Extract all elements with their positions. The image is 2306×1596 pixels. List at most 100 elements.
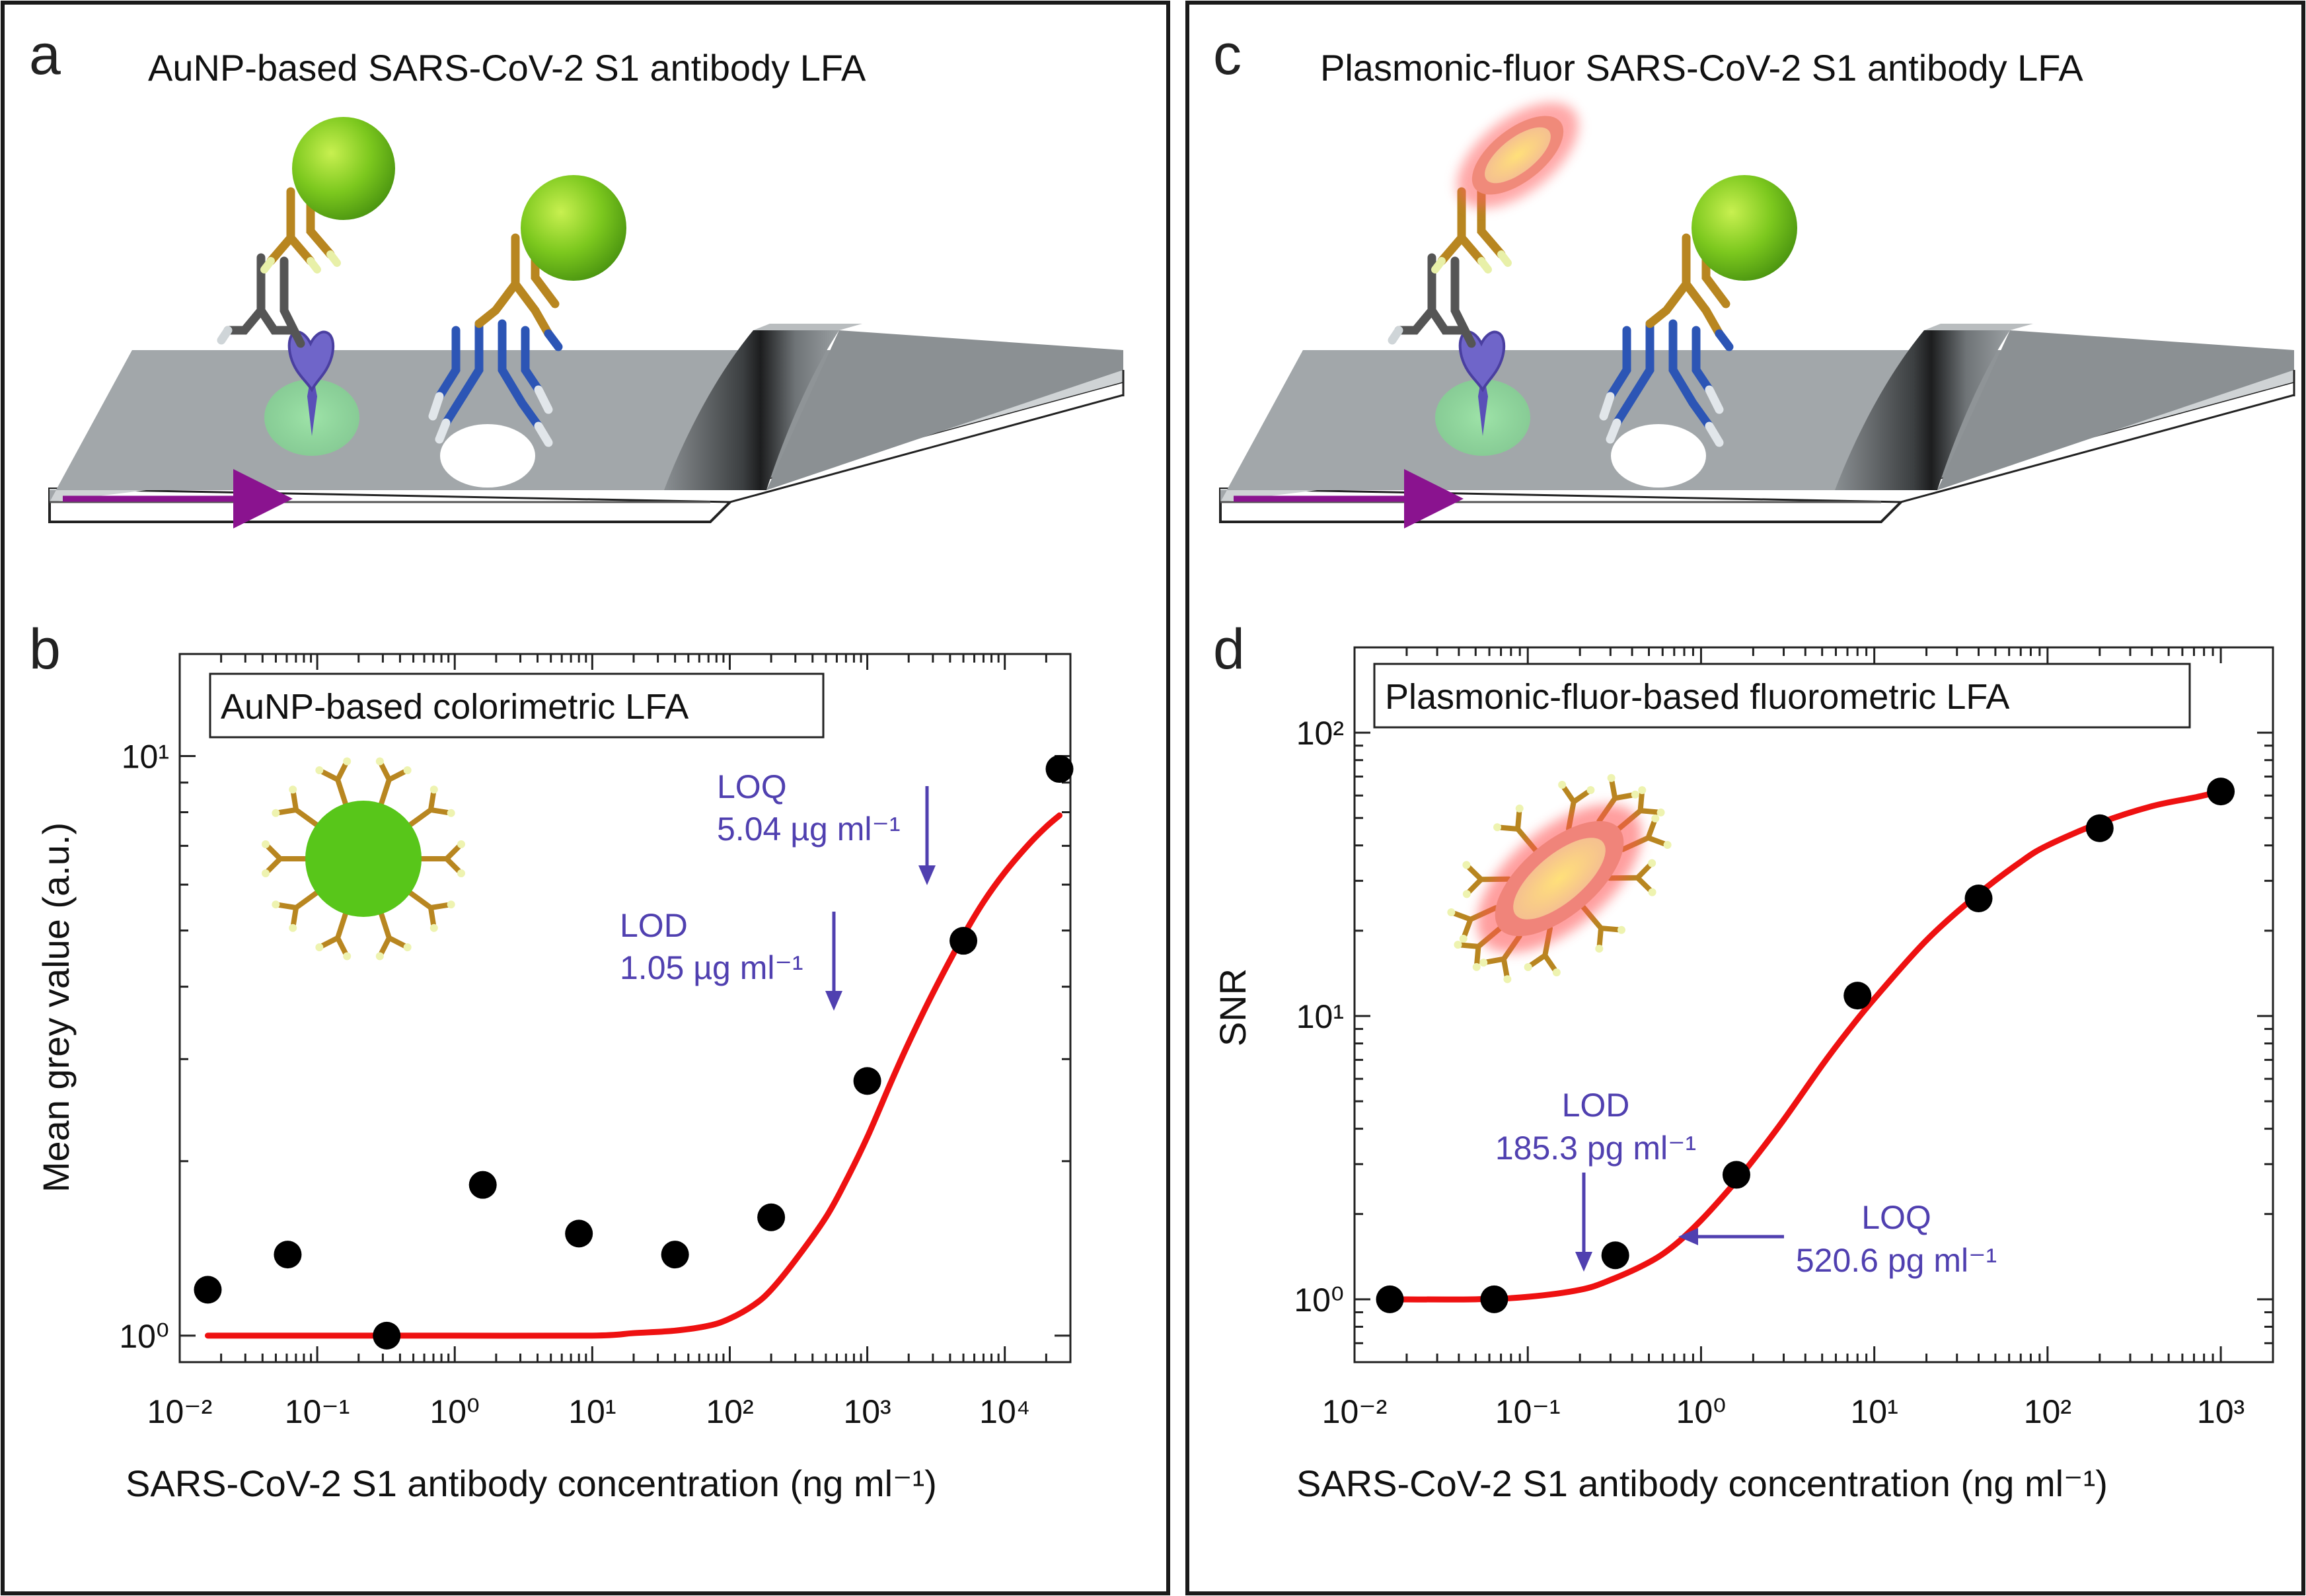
data-point xyxy=(1045,755,1074,783)
captured-complex-a xyxy=(217,117,395,436)
antibody-stem xyxy=(293,807,319,828)
antibody-tip xyxy=(1462,890,1471,898)
antibody-arm xyxy=(1528,953,1548,968)
antibody-arm xyxy=(1612,792,1635,801)
antibody-arm xyxy=(1452,910,1473,922)
antibody-arm xyxy=(1498,824,1521,832)
x-tick-label: 10³ xyxy=(2197,1393,2245,1430)
antibody-arm xyxy=(379,935,392,956)
antibody-arm xyxy=(320,769,341,783)
antibody-arm xyxy=(428,790,436,813)
x-tick-label: 10² xyxy=(2024,1393,2071,1430)
data-points-group xyxy=(1376,778,2235,1313)
data-point xyxy=(2207,778,2235,806)
data-point xyxy=(757,1203,786,1231)
antibody-tip xyxy=(1447,908,1456,916)
antibody-tip xyxy=(1631,790,1639,799)
antibody-tip xyxy=(289,924,297,932)
data-point xyxy=(949,927,978,955)
control-line-spot xyxy=(1611,424,1706,488)
data-point xyxy=(373,1321,401,1350)
antibody-tip xyxy=(1656,808,1665,816)
plot-frame xyxy=(1353,646,2274,1363)
antibody-arm xyxy=(1635,875,1653,892)
strip-body xyxy=(48,324,1125,523)
x-tick-label: 10⁻¹ xyxy=(285,1393,350,1430)
fit-curve xyxy=(1387,788,2224,1303)
legend-text: AuNP-based colorimetric LFA xyxy=(221,687,688,727)
annotation-label: LOD xyxy=(620,907,688,944)
antibody-tip xyxy=(315,943,324,951)
antibody-tip xyxy=(375,952,384,961)
antibody-arm xyxy=(444,844,461,861)
y-axis-label: SNR xyxy=(1212,968,1253,1046)
fit-curve-group xyxy=(1387,788,2224,1303)
antibody-tip xyxy=(1638,786,1647,795)
antibody-arm xyxy=(1542,953,1557,972)
panel-letter-c: c xyxy=(1213,23,1242,87)
data-point xyxy=(1480,1285,1508,1313)
captured-complex-c xyxy=(1388,102,1579,436)
y-tick-label: 10² xyxy=(1296,715,1344,752)
antibody-arm xyxy=(276,807,299,815)
data-point xyxy=(853,1067,881,1095)
x-tick-label: 10⁰ xyxy=(429,1393,480,1430)
antibody-tip xyxy=(343,757,352,766)
antibody-arm xyxy=(335,935,348,956)
data-point xyxy=(2085,814,2114,842)
panel-c-title: Plasmonic-fluor SARS-CoV-2 S1 antibody L… xyxy=(1320,47,2083,89)
antibody-arm xyxy=(428,905,436,927)
antibody-tip xyxy=(1651,815,1660,823)
antibody-arm xyxy=(1459,942,1481,949)
antibody-arm xyxy=(291,790,299,813)
antibody-tip xyxy=(1472,962,1481,971)
antibody-arm xyxy=(428,902,451,911)
antibody-tip xyxy=(457,840,465,848)
antibody-arm xyxy=(1645,835,1667,847)
x-tick-label: 10⁻¹ xyxy=(1495,1393,1561,1430)
data-point xyxy=(274,1241,302,1269)
antibody-stem xyxy=(293,890,319,911)
x-tick-label: 10⁻² xyxy=(147,1393,213,1430)
data-point xyxy=(1376,1285,1404,1313)
data-point xyxy=(1843,982,1872,1010)
antibody-stem xyxy=(408,890,433,911)
control-complex-c xyxy=(1599,175,1797,447)
antibody-tip xyxy=(375,757,384,766)
x-tick-label: 10⁻² xyxy=(1322,1393,1388,1430)
antibody-tip xyxy=(262,840,270,848)
antibody-tip xyxy=(262,869,270,877)
antibody-tip xyxy=(1648,888,1656,896)
plot-frame xyxy=(178,653,1072,1363)
antibody-stem xyxy=(408,807,433,828)
antibody-tip xyxy=(1595,945,1604,953)
antibody-arm xyxy=(1571,789,1590,805)
antibody-tip xyxy=(1617,925,1625,934)
antibody-tip xyxy=(403,766,412,775)
control-complex-a xyxy=(428,175,626,447)
panel-letter-d: d xyxy=(1213,618,1245,681)
lfa-strip-illustration-a xyxy=(48,117,1125,528)
x-tick-label: 10² xyxy=(706,1393,753,1430)
antibody-stem xyxy=(335,777,348,807)
antibody-arm xyxy=(1561,785,1577,805)
antibody-tip xyxy=(447,900,455,909)
x-tick-label: 10⁴ xyxy=(979,1393,1030,1430)
data-point xyxy=(1964,885,1993,913)
antibody-tip xyxy=(1586,786,1595,795)
x-tick-label: 10¹ xyxy=(568,1393,616,1430)
data-point xyxy=(1601,1241,1629,1270)
antibody-tip xyxy=(272,900,280,909)
control-line-spot xyxy=(440,424,535,488)
antibody-tip xyxy=(315,766,324,775)
legend-box: Plasmonic-fluor-based fluorometric LFA xyxy=(1373,663,2191,729)
aunp-inset-icon xyxy=(262,757,465,961)
antibody-arm xyxy=(1466,865,1484,883)
antibody-arm xyxy=(1466,877,1484,894)
data-points-group xyxy=(194,755,1074,1350)
antibody-arm xyxy=(320,935,341,949)
